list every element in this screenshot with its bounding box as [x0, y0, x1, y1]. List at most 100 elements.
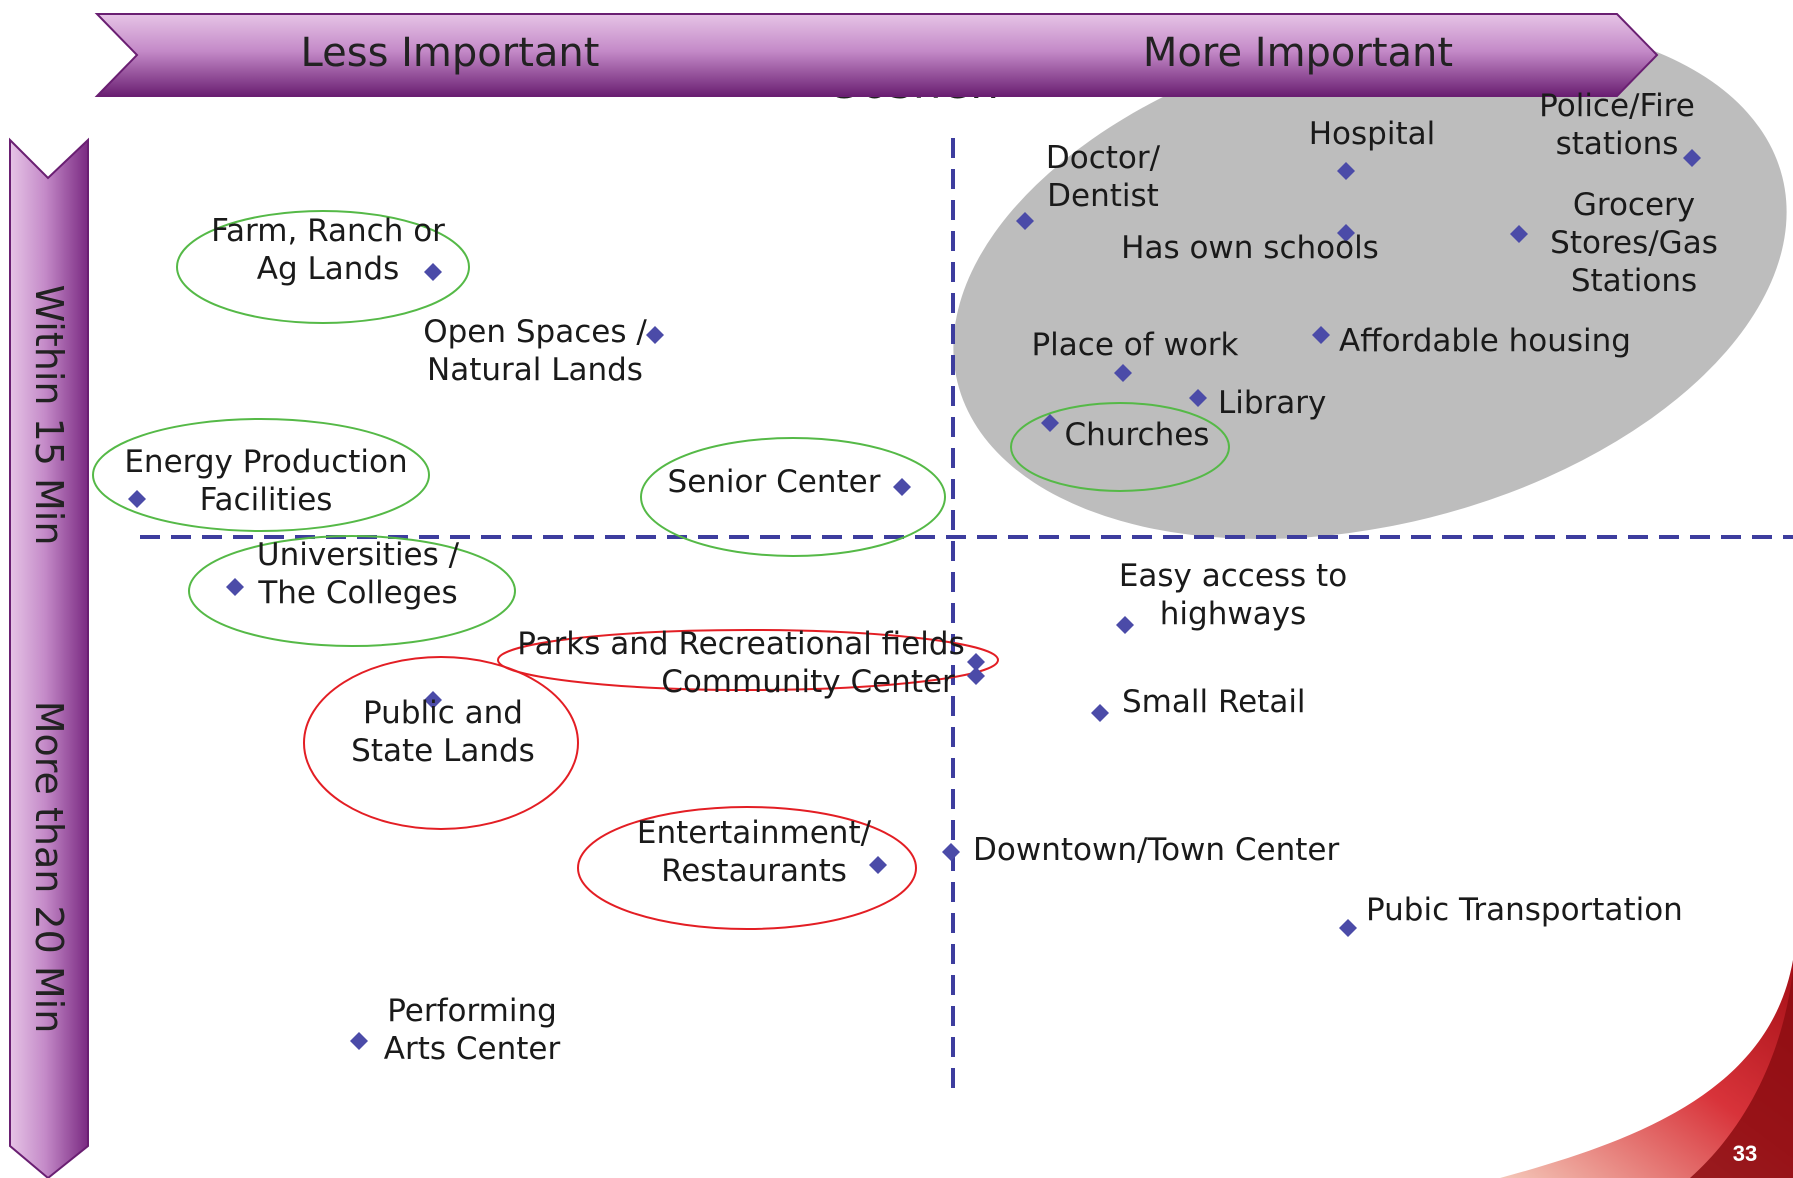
point-marker — [1337, 162, 1355, 180]
point-marker — [424, 263, 442, 281]
point-label-line: Pubic Transportation — [1366, 892, 1683, 928]
point-marker — [1189, 389, 1207, 407]
data-point: Small Retail — [1091, 684, 1306, 722]
highlight-circle-energy-production — [92, 418, 430, 532]
corner-accent-dark — [1690, 970, 1793, 1178]
point-marker — [1337, 224, 1355, 242]
point-label: Affordable housing — [1339, 323, 1631, 359]
point-label-line: stations — [1556, 126, 1679, 162]
point-label-line: Public and — [363, 695, 523, 731]
x-axis-right-label: More Important — [1143, 30, 1453, 76]
point-label-line: Small Retail — [1122, 684, 1306, 720]
point-label-line: Farm, Ranch or — [211, 213, 445, 249]
highlight-region — [953, 20, 1787, 540]
point-label: Small Retail — [1122, 684, 1306, 720]
highlight-circle-parks — [497, 629, 999, 691]
highlight-circle-entertainment — [577, 806, 917, 930]
point-label: Hospital — [1309, 116, 1435, 152]
point-label-line: Library — [1218, 385, 1326, 421]
point-label-line: Parks and Recreational fields — [517, 626, 964, 662]
point-label-line: Entertainment/ — [637, 815, 872, 851]
point-label-line: Stations — [1571, 263, 1697, 299]
point-label: Entertainment/Restaurants — [637, 815, 872, 889]
point-label: Doctor/Dentist — [1046, 140, 1161, 214]
point-label-line: Facilities — [200, 482, 333, 518]
proximity-banner — [9, 137, 89, 1178]
data-point: Place of work — [1031, 327, 1239, 382]
point-label-line: Dentist — [1047, 178, 1159, 214]
point-marker — [967, 667, 985, 685]
point-label-line: Hospital — [1309, 116, 1435, 152]
data-point: Churches — [1041, 414, 1209, 453]
point-label-line: Downtown/Town Center — [973, 832, 1339, 868]
highlight-circle-universities — [188, 535, 516, 647]
point-label-line: Restaurants — [661, 853, 847, 889]
y-axis-top-label: Within 15 Min — [27, 285, 71, 546]
highlight-circle-senior-center — [640, 437, 946, 557]
point-label-line: Has own schools — [1121, 230, 1379, 266]
point-marker — [646, 326, 664, 344]
point-label: Community Center — [661, 664, 955, 700]
data-point: Entertainment/Restaurants — [637, 815, 887, 889]
data-point: Hospital — [1309, 116, 1435, 180]
data-point: Pubic Transportation — [1339, 892, 1683, 937]
point-label: Universities /The Colleges — [257, 537, 460, 611]
point-marker — [1312, 326, 1330, 344]
data-point: Parks and Recreational fields — [517, 626, 985, 671]
data-point: Has own schools — [1121, 224, 1379, 266]
point-marker — [226, 578, 244, 596]
point-label: Churches — [1065, 417, 1210, 453]
point-label-line: State Lands — [351, 733, 535, 769]
point-label-line: Stores/Gas — [1550, 225, 1718, 261]
point-label-line: Community Center — [661, 664, 955, 700]
point-label: Pubic Transportation — [1366, 892, 1683, 928]
point-marker — [1041, 414, 1059, 432]
x-axis-left-label: Less Important — [301, 30, 600, 76]
point-label-line: Doctor/ — [1046, 140, 1161, 176]
page-number: 33 — [1733, 1141, 1757, 1166]
point-marker — [1091, 704, 1109, 722]
data-point: Doctor/Dentist — [1016, 140, 1161, 230]
point-marker — [128, 490, 146, 508]
point-label-line: highways — [1160, 596, 1306, 632]
point-label-line: Ag Lands — [257, 251, 399, 287]
importance-banner — [94, 13, 1659, 97]
point-label: Place of work — [1031, 327, 1238, 363]
point-label-line: Natural Lands — [427, 352, 643, 388]
point-label: Senior Center — [668, 464, 881, 500]
point-marker — [893, 478, 911, 496]
point-marker — [869, 856, 887, 874]
point-marker — [1016, 212, 1034, 230]
data-point: Senior Center — [668, 464, 911, 500]
point-label-line: Performing — [387, 993, 557, 1029]
point-label-line: Open Spaces / — [423, 314, 647, 350]
point-label-line: Senior Center — [668, 464, 881, 500]
point-marker — [942, 843, 960, 861]
point-label: Downtown/Town Center — [973, 832, 1339, 868]
point-marker — [424, 691, 442, 709]
data-point: Universities /The Colleges — [226, 537, 460, 611]
point-label-line: Grocery — [1573, 187, 1695, 223]
point-label-line: Easy access to — [1119, 558, 1347, 594]
highlight-circle-churches — [1010, 402, 1230, 492]
point-label: Open Spaces /Natural Lands — [423, 314, 647, 388]
point-label-line: Arts Center — [384, 1031, 561, 1067]
point-marker — [1510, 225, 1528, 243]
point-label-line: Place of work — [1031, 327, 1238, 363]
point-marker — [1114, 364, 1132, 382]
highlight-circle-public-lands — [303, 656, 579, 830]
data-point: Downtown/Town Center — [942, 832, 1339, 868]
data-point: Open Spaces /Natural Lands — [423, 314, 664, 388]
